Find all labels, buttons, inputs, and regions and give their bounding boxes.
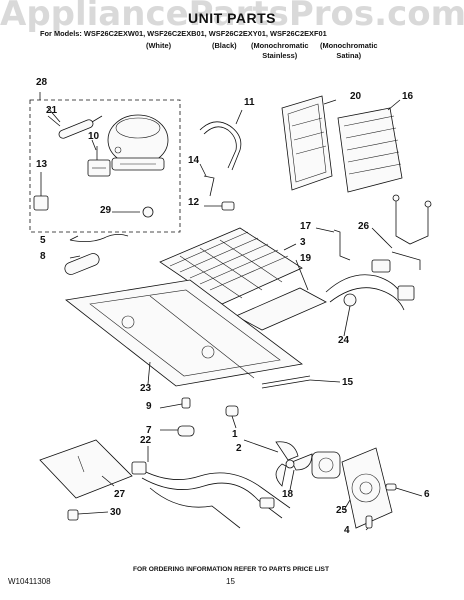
part-17-bracket bbox=[333, 229, 351, 261]
callout-22: 22 bbox=[140, 435, 152, 446]
part-13-capacitor bbox=[33, 172, 49, 211]
callout-8: 8 bbox=[40, 251, 46, 262]
callout-4: 4 bbox=[344, 525, 350, 536]
part-18-fan-motor bbox=[311, 451, 341, 479]
variant-label-2: Stainless) bbox=[262, 51, 298, 60]
kit-outline bbox=[29, 99, 181, 233]
callout-29: 29 bbox=[100, 205, 112, 216]
variant-label: (Black) bbox=[212, 41, 237, 50]
callout-23: 23 bbox=[140, 383, 152, 394]
part-19-tray bbox=[235, 287, 327, 331]
callout-12: 12 bbox=[188, 197, 200, 208]
part-24-harness bbox=[325, 259, 415, 311]
part-9-screw bbox=[181, 397, 191, 409]
part-23-base bbox=[65, 279, 303, 387]
part-8-tube bbox=[64, 253, 100, 275]
callout-14: 14 bbox=[188, 155, 200, 166]
part-6-screw bbox=[385, 483, 397, 491]
variant-label-2: Satina) bbox=[336, 51, 362, 60]
part-27-arrow bbox=[77, 455, 85, 473]
callout-25: 25 bbox=[336, 505, 348, 516]
part-29-grommet bbox=[142, 206, 154, 218]
callout-2: 2 bbox=[236, 443, 242, 454]
compressor bbox=[107, 114, 169, 171]
callout-21: 21 bbox=[46, 105, 58, 116]
callout-11: 11 bbox=[244, 97, 255, 108]
watermark: AppliancePartsPros.com bbox=[0, 0, 464, 34]
part-2-fan-blade bbox=[275, 441, 313, 487]
part-25-shroud bbox=[341, 447, 393, 529]
callout-10: 10 bbox=[88, 131, 100, 142]
callout-6: 6 bbox=[424, 489, 430, 500]
callout-24: 24 bbox=[338, 335, 350, 346]
part-15-rod bbox=[261, 375, 311, 385]
part-30-clip bbox=[67, 509, 79, 521]
callout-27: 27 bbox=[114, 489, 126, 500]
callout-26: 26 bbox=[358, 221, 370, 232]
part-11-tube-inner bbox=[203, 126, 237, 169]
part-1-grommet bbox=[225, 405, 239, 417]
models-line: For Models: WSF26C2EXW01, WSF26C2EXB01, … bbox=[40, 29, 327, 38]
callout-9: 9 bbox=[146, 401, 152, 412]
callout-3: 3 bbox=[300, 237, 306, 248]
variant-satina: (Monochromatic Satina) bbox=[320, 41, 377, 61]
part-21-relay bbox=[47, 115, 103, 139]
variant-stainless: (Monochromatic Stainless) bbox=[251, 41, 308, 61]
callout-30: 30 bbox=[110, 507, 122, 518]
callout-20: 20 bbox=[350, 91, 362, 102]
part-4-screw bbox=[365, 515, 373, 529]
callout-5: 5 bbox=[40, 235, 46, 246]
part-15-rod-b bbox=[261, 379, 311, 389]
document-number: W10411308 bbox=[8, 577, 51, 586]
variant-label: (Monochromatic bbox=[320, 41, 378, 50]
part-10-overload bbox=[87, 146, 111, 177]
variant-label: (Monochromatic bbox=[251, 41, 309, 50]
part-26-tubes bbox=[391, 194, 432, 270]
part-12-clip bbox=[221, 201, 235, 211]
part-20-condenser bbox=[281, 95, 333, 191]
callout-18: 18 bbox=[282, 489, 294, 500]
page-number: 15 bbox=[226, 577, 235, 586]
callout-15: 15 bbox=[342, 377, 354, 388]
callout-7: 7 bbox=[146, 425, 152, 436]
callout-19: 19 bbox=[300, 253, 312, 264]
part-16-coil bbox=[337, 107, 403, 193]
callout-17: 17 bbox=[300, 221, 312, 232]
page-title: UNIT PARTS bbox=[188, 10, 276, 26]
callout-16: 16 bbox=[402, 91, 414, 102]
variant-black: (Black) bbox=[212, 41, 237, 51]
part-14-tube bbox=[203, 175, 215, 197]
variant-label: (White) bbox=[146, 41, 172, 50]
leader-lines bbox=[47, 99, 423, 531]
callout-1: 1 bbox=[232, 429, 238, 440]
part-5-wire bbox=[69, 234, 129, 242]
part-11-tube bbox=[199, 121, 242, 171]
ordering-note: FOR ORDERING INFORMATION REFER TO PARTS … bbox=[133, 566, 329, 573]
part-27-panel bbox=[39, 439, 133, 499]
callout-28: 28 bbox=[36, 77, 48, 88]
callout-13: 13 bbox=[36, 159, 48, 170]
part-7-grommet bbox=[177, 425, 195, 437]
variant-white: (White) bbox=[146, 41, 171, 51]
part-22-harness bbox=[131, 461, 291, 529]
